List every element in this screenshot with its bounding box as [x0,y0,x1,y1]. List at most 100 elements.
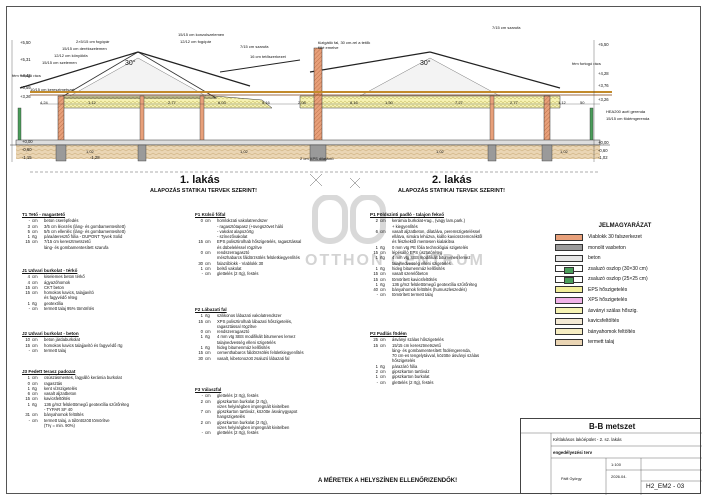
spec-row: vizes helyiségben impregnált kivitelben [195,425,360,430]
level-label: +3,26 [20,94,31,99]
spec-unit: cm [32,279,38,285]
spec-material: 7/15 cm keresztmetszetű [44,239,91,245]
spec-thickness: 4 [27,274,30,280]
spec-row: ragasztással rögzítve [195,324,360,329]
layer-note: fém fortogó rács [12,73,41,78]
spec-material: mészhabarcs fáldörzsölés felületkiegyenl… [217,255,300,261]
spec-unit: cm [380,379,386,385]
spec-unit: rtg [380,255,385,261]
spec-thickness: 1 [375,281,378,287]
spec-thickness: 15 [373,250,378,256]
spec-material: 4 mm vtg SBS modifikált bitumenes lemez [392,255,471,261]
legend-label: zsaluzó oszlop (25×25 cm) [588,276,648,283]
spec-unit: cm [205,218,211,224]
spec-thickness: 4 [27,279,30,285]
level-label: +4,43 [20,73,31,78]
level-label: +5,31 [20,57,31,62]
spec-unit: cm [32,284,38,290]
legend-label: EPS hőszigetelés [588,286,628,293]
legend-item: zsaluzó oszlop (30×30 cm) [555,264,695,275]
spec-material: bányahomok feltöltés (humuszleszedés) [392,287,467,293]
spec-material: ragasztás [44,380,63,386]
spec-title: J3 Fedett terasz padozat [22,369,76,374]
spec-unit: rtg [32,401,37,407]
watermark-logo-icon [312,195,386,244]
spec-thickness: 5 [27,228,30,234]
dimension: 4,24 [40,100,48,105]
spec-row: + kiegyenlítés [370,224,540,229]
spec-title: T1 Tető - magastető [22,212,66,217]
spec-title: J2 Udvari burkolat - beton [22,331,79,336]
spec-unit: cm [32,380,38,386]
spec-unit: cm [380,287,386,293]
spec-material: talajnedvesség elleni szigetelés [217,339,276,345]
spec-unit: rtg [380,244,385,250]
spec-unit: cm [380,271,386,277]
spec-thickness: 2 [200,398,203,404]
spec-unit: cm [32,391,38,397]
spec-material: bányahomok feltöltés [44,412,84,418]
layer-note: 2 cm XPS dilatáció [300,156,334,161]
spec-thickness: 0 [27,380,30,386]
title-block-grid [521,432,702,495]
spec-thickness: 1 [200,334,203,340]
spec-material: belső vakolat [217,265,242,271]
spec-material: tömörített termett talaj [392,292,433,298]
spec-unit: cm [32,274,38,280]
legend-swatch [555,244,583,252]
spec-material: cementhabarcs fáldörzsölés felületkiegye… [217,350,304,356]
spec-material: 5/5 cm ellenléc (láng- és gombamentesíte… [44,228,126,234]
spec-thickness: - [376,292,378,298]
spec-unit: cm [32,306,38,312]
level-label: -1,15 [22,155,32,160]
legend-swatch [555,254,583,262]
spec-material: - TYPAR SF 40 [44,407,73,413]
warning-note: A MÉRETEK A HELYSZÍNEN ELLENŐRIZENDŐK! [318,478,458,484]
spec-thickness: - [376,379,378,385]
legend-swatch [555,307,583,315]
design-phase: engedélyezési terv [553,450,593,455]
spec-thickness [22,245,30,250]
layer-note: tüzigátló fal, 30 cm-rel a tetők fölé em… [318,40,371,50]
spec-row: vizes helyiségben impregnált kivitelben [195,404,360,409]
spec-material: glettelés (2 rtg), festés [217,430,259,436]
spec-title: P2 Padlás födém [370,331,407,336]
legend-label: ásványi szálas hőszig. [588,307,638,314]
spec-material: geotextília [44,300,64,306]
spec-material: gipszkarton tartóváz, közötte ásványgyap… [217,409,298,415]
spec-thickness: 15 [25,396,30,402]
dimension: 2,77 [168,100,176,105]
level-label: +3,26 [598,97,609,102]
spec-material: homokos kavics talajjavító és fagyvédő r… [44,342,123,348]
spec-thickness: 1 [27,385,30,391]
spec-thickness: 0 [200,218,203,224]
spec-thickness: 15 [25,239,30,245]
dimension: 1,12 [88,100,96,105]
dimension: 6,03 [218,100,226,105]
spec-material: termett talaj, a túlöntözött tömörítve [44,417,110,423]
spec-row: 70 cm-es tengelytávval, közötte ásványi … [370,353,540,358]
legend-item: XPS hőszigetelés [555,295,695,306]
level-label: +0,00 [598,140,609,145]
spec-material: kent vízszigetelés [44,385,78,391]
spec-unit [32,423,44,428]
spec-thickness [22,423,30,428]
spec-unit: rtg [380,363,385,369]
spec-row: hőszigetelés [370,358,540,363]
